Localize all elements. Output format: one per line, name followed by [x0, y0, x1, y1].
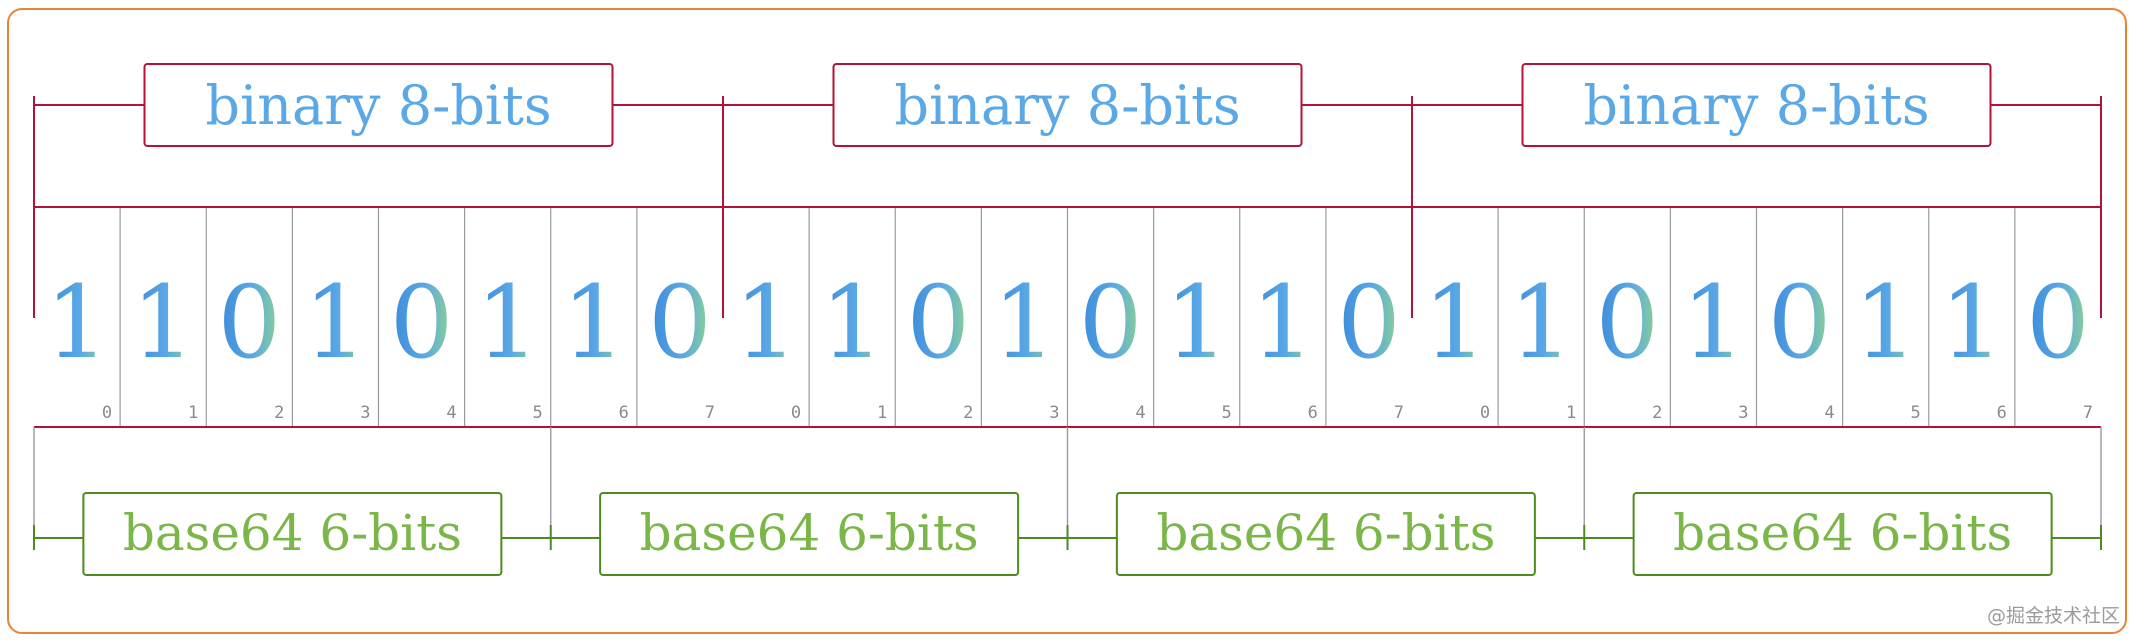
bit-digit: 1 [1854, 264, 1918, 381]
base64-label-box [599, 492, 1020, 576]
bit-digit: 1 [1509, 264, 1573, 381]
bit-cell: 11 [1497, 207, 1576, 427]
bit-index: 6 [1308, 403, 1318, 423]
base64-label: base64 6-bits [123, 504, 462, 562]
bit-digit: 1 [131, 264, 195, 381]
bit-cell: 11 [808, 207, 887, 427]
bit-digit: 0 [1596, 264, 1660, 381]
bit-index: 3 [360, 403, 370, 423]
bit-index: 2 [963, 403, 973, 423]
base64-label: base64 6-bits [1156, 504, 1495, 562]
base64-label-box [82, 492, 503, 576]
bit-digit: 0 [1768, 264, 1832, 381]
bit-index: 1 [1566, 403, 1576, 423]
bit-index: 1 [877, 403, 887, 423]
bit-cell: 11 [119, 207, 198, 427]
bit-digit: 1 [1682, 264, 1746, 381]
bit-cell: 15 [464, 207, 543, 427]
bit-digit: 0 [1079, 264, 1143, 381]
bit-index: 4 [446, 403, 456, 423]
base64-label-box [1632, 492, 2053, 576]
binary-group: binary 8-bits [722, 63, 1412, 318]
bit-cell: 10 [1423, 264, 1490, 423]
bit-index: 7 [2083, 403, 2093, 423]
binary-label-box [832, 63, 1303, 147]
bit-cell: 13 [291, 207, 371, 427]
bit-index: 4 [1824, 403, 1834, 423]
bit-cell: 13 [980, 207, 1060, 427]
base64-group: base64 6-bits [549, 427, 1068, 576]
bit-cell: 13 [1669, 207, 1749, 427]
bit-index: 7 [1394, 403, 1404, 423]
bit-index: 6 [619, 403, 629, 423]
bit-digit: 0 [648, 264, 712, 381]
binary-label: binary 8-bits [894, 74, 1240, 137]
bit-cell: 02 [205, 207, 284, 427]
bit-cell: 07 [636, 207, 715, 427]
bit-cell: 16 [1239, 207, 1318, 427]
bit-index: 5 [533, 403, 543, 423]
base64-brackets: base64 6-bits base64 6-bits base64 6-bits b… [33, 427, 2102, 576]
watermark-label: @掘金技术社区 [1987, 605, 2120, 627]
bit-cell: 02 [894, 207, 973, 427]
base64-label: base64 6-bits [1673, 504, 2012, 562]
binary-label: binary 8-bits [205, 74, 551, 137]
bit-index: 4 [1135, 403, 1145, 423]
bit-index: 2 [274, 403, 284, 423]
bit-index: 3 [1738, 403, 1748, 423]
bit-index: 1 [188, 403, 198, 423]
bit-cell: 07 [1325, 207, 1404, 427]
bit-digit: 0 [2026, 264, 2090, 381]
base64-label: base64 6-bits [640, 504, 979, 562]
binary-group: binary 8-bits [33, 63, 723, 318]
bit-index: 0 [1480, 403, 1490, 423]
bit-index: 6 [1997, 403, 2007, 423]
bit-row: 1011021304151607101102130415160710110213… [34, 206, 2101, 428]
bit-digit: 1 [993, 264, 1057, 381]
bit-digit: 1 [1165, 264, 1229, 381]
bit-cell: 16 [550, 207, 629, 427]
bit-cell: 10 [45, 264, 112, 423]
bit-digit: 1 [562, 264, 626, 381]
bit-index: 3 [1049, 403, 1059, 423]
outer-frame [7, 8, 2127, 634]
bit-cell: 04 [1066, 207, 1146, 427]
binary-label-box [143, 63, 614, 147]
bit-digit: 1 [45, 264, 109, 381]
bit-digit: 1 [304, 264, 368, 381]
binary-brackets: binary 8-bits binary 8-bits binary 8-bits [33, 63, 2102, 318]
binary-label: binary 8-bits [1583, 74, 1929, 137]
bit-digit: 0 [907, 264, 971, 381]
bit-cell: 04 [1755, 207, 1835, 427]
bit-cell: 16 [1928, 207, 2007, 427]
bit-index: 7 [705, 403, 715, 423]
bit-digit: 1 [734, 264, 798, 381]
bit-digit: 1 [1251, 264, 1315, 381]
bit-cell: 15 [1153, 207, 1232, 427]
bit-cell: 10 [734, 264, 801, 423]
base64-group: base64 6-bits [33, 427, 551, 576]
base64-group: base64 6-bits [1583, 427, 2102, 576]
bit-cell: 07 [2014, 207, 2093, 427]
bit-index: 5 [1222, 403, 1232, 423]
bit-index: 0 [791, 403, 801, 423]
bit-cell: 15 [1842, 207, 1921, 427]
bit-index: 0 [102, 403, 112, 423]
bit-digit: 0 [218, 264, 282, 381]
bit-digit: 1 [1423, 264, 1487, 381]
base64-label-box [1115, 492, 1536, 576]
bit-digit: 1 [820, 264, 884, 381]
bit-digit: 1 [476, 264, 540, 381]
bit-index: 2 [1652, 403, 1662, 423]
bit-index: 5 [1911, 403, 1921, 423]
bit-cell: 02 [1583, 207, 1662, 427]
bit-digit: 0 [390, 264, 454, 381]
base64-group: base64 6-bits [1066, 427, 1585, 576]
bit-cell: 04 [377, 207, 457, 427]
bit-digit: 1 [1940, 264, 2004, 381]
binary-label-box [1521, 63, 1992, 147]
bit-digit: 0 [1337, 264, 1401, 381]
binary-group: binary 8-bits [1411, 63, 2102, 318]
